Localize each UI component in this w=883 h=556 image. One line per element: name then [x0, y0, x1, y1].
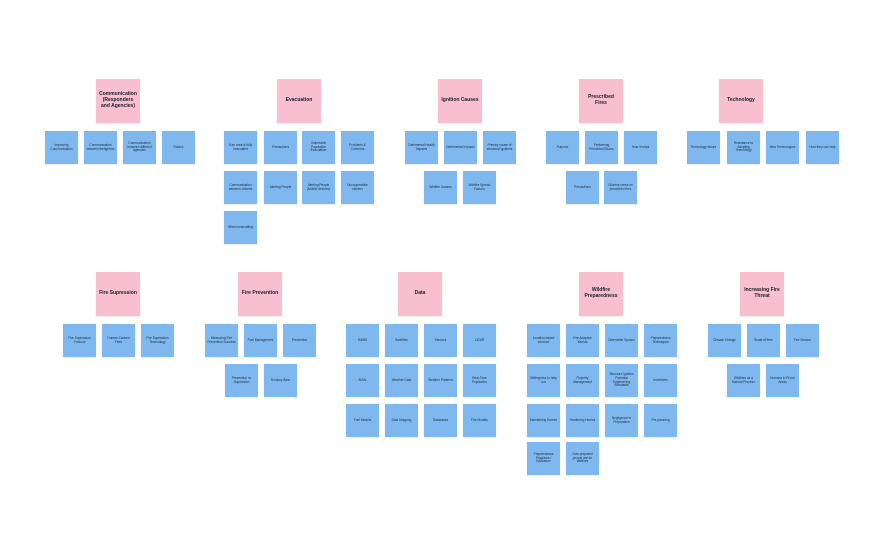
header-note-evacuation[interactable]: Evacuation [277, 79, 321, 123]
sticky-note-fuel-models[interactable]: Fuel Models [346, 404, 379, 437]
sticky-note-real-time-population[interactable]: Real-Time Population [463, 364, 496, 397]
sticky-note-performing-prescribed-burns[interactable]: Performing Prescribed Burns [585, 131, 618, 164]
sticky-note-primary-cause-of-structural-ignitions[interactable]: Primary cause of structural ignitions [483, 131, 516, 164]
sticky-note-incentives[interactable]: Incentives [644, 364, 677, 397]
sticky-note-fire-supression-technology[interactable]: Fire Supression Technology [141, 324, 174, 357]
sticky-note-purpose[interactable]: Purpose [546, 131, 579, 164]
sticky-note-prevention-vs-supression[interactable]: Prevention vs Supression [225, 364, 258, 397]
header-note-wildfire-preparedness[interactable]: Wildfire Preparedness [579, 272, 623, 316]
sticky-note-how-prepared-people-are-for-wildfires[interactable]: How prepared people are for wildfires [566, 442, 599, 475]
sticky-note-detrimental-health-impacts[interactable]: Detrimental Health Impacts [405, 131, 438, 164]
sticky-note-human-caused-fires[interactable]: Human Caused Fires [102, 324, 135, 357]
sticky-note-satellites[interactable]: Satellites [385, 324, 418, 357]
sticky-note-communication-between-citizens[interactable]: Communication between citizens [224, 171, 257, 204]
header-note-fire-prevention[interactable]: Fire Prevention [238, 272, 282, 316]
sticky-note-detrimental-impacts[interactable]: Detrimental Impacts [444, 131, 477, 164]
sticky-note-hardening-homes[interactable]: Hardening Homes [566, 404, 599, 437]
sticky-note-raws[interactable]: RAWS [346, 324, 379, 357]
sticky-note-fire-season[interactable]: Fire Season [786, 324, 819, 357]
sticky-note-alerting-people[interactable]: Alerting People [264, 171, 297, 204]
sticky-note-willingness-to-help-out[interactable]: Willingness to help out [527, 364, 560, 397]
sticky-note-fire-supression-protocol[interactable]: Fire Supression Protocol [63, 324, 96, 357]
sticky-note-defensible-spaces[interactable]: Defensible Spaces [605, 324, 638, 357]
sticky-note-precautions[interactable]: Precautions [264, 131, 297, 164]
sticky-note-scale-of-fires[interactable]: Scale of fires [747, 324, 780, 357]
sticky-note-ai-ml[interactable]: AI/ML [346, 364, 379, 397]
sticky-note-preparedness-programs-education[interactable]: Preparedness Programs / Education [527, 442, 560, 475]
sticky-note-negligence-in-preparation[interactable]: Negligence in Preparation [605, 404, 638, 437]
sticky-note-lidar[interactable]: LIDAR [463, 324, 496, 357]
header-note-fire-supression[interactable]: Fire Supression [96, 272, 140, 316]
sticky-note-resistance-to-adopting-technology[interactable]: Resistance to Adopting Technology [727, 131, 760, 164]
header-note-technology[interactable]: Technology [719, 79, 763, 123]
sticky-note-alerting-people-mobile-devices[interactable]: Alerting People (Mobile devices) [302, 171, 335, 204]
sticky-note-preparedness-techniques[interactable]: Preparedness Techniques [644, 324, 677, 357]
sticky-note-fire-models[interactable]: Fire Models [463, 404, 496, 437]
sticky-note-humans-in-prone-areas[interactable]: Humans in Prone Areas [766, 364, 799, 397]
header-note-data[interactable]: Data [398, 272, 442, 316]
sticky-note-prevention[interactable]: Prevention [283, 324, 316, 357]
sticky-note-wildfire-causes[interactable]: Wildfire Causes [424, 171, 457, 204]
sticky-note-structure-ignition-potential-engineering-standards[interactable]: Structure Ignition Potential Engineering… [605, 364, 638, 397]
sticky-note-radios[interactable]: Radios [162, 131, 195, 164]
sticky-note-fire-adaptive-worlds[interactable]: Fire Adaptive Worlds [566, 324, 599, 357]
sticky-note-technology-failure[interactable]: Technology failure [687, 131, 720, 164]
header-note-increasing-fire-threat[interactable]: Increasing Fire Threat [740, 272, 784, 316]
sticky-note-improving-communication[interactable]: Improving Communication [45, 131, 78, 164]
sticky-note-wildfire-spread-factors[interactable]: Wildfire Spread Factors [463, 171, 496, 204]
sticky-note-location-based-conduct[interactable]: Location based conduct [527, 324, 560, 357]
sticky-note-weather-data[interactable]: Weather Data [385, 364, 418, 397]
sticky-note-weather-patterns[interactable]: Weather Patterns [424, 364, 457, 397]
sticky-note-uncooperative-citizens[interactable]: Uncooperative citizens [341, 171, 374, 204]
sticky-note-measuring-fire-prevention-success[interactable]: Measuring Fire Prevention Success [205, 324, 238, 357]
sticky-note-smokey-bear[interactable]: Smokey Bear [264, 364, 297, 397]
sticky-note-when-evacuating[interactable]: When evacuating [224, 211, 257, 244]
sticky-note-sensors[interactable]: Sensors [424, 324, 457, 357]
sticky-note-fuel-management[interactable]: Fuel Management [244, 324, 277, 357]
sticky-note-vulnerable-population-evacuation[interactable]: Vulnerable Population Evacuation [302, 131, 335, 164]
sticky-note-maintaining-homes[interactable]: Maintaining Homes [527, 404, 560, 437]
sticky-note-climate-change[interactable]: Climate Change [708, 324, 741, 357]
sticky-note-wildfires-as-a-natural-process[interactable]: Wildfires as a Natural Process [727, 364, 760, 397]
sticky-note-citizens-views-on-prescribed-fires[interactable]: Citizens views on prescribed fires [604, 171, 637, 204]
header-note-prescribed-fires[interactable]: Prescribed Fires [579, 79, 623, 123]
header-note-ignition-causes[interactable]: Ignition Causes [438, 79, 482, 123]
sticky-note-precautions[interactable]: Precautions [566, 171, 599, 204]
sticky-note-how-it-helps[interactable]: How it helps [624, 131, 657, 164]
header-note-communication-responders-and-agencies[interactable]: Communication (Responders and Agencies) [96, 79, 140, 123]
sticky-note-data-mapping[interactable]: Data Mapping [385, 404, 418, 437]
sticky-note-problems-concerns[interactable]: Problems & Concerns [341, 131, 374, 164]
sticky-note-new-technologies[interactable]: New Technologies [766, 131, 799, 164]
sticky-note-databases[interactable]: Databases [424, 404, 457, 437]
sticky-note-communication-between-firefighters[interactable]: Communication between firefighters [84, 131, 117, 164]
sticky-note-pre-planning[interactable]: Pre-planning [644, 404, 677, 437]
sticky-note-how-they-can-help[interactable]: How they can help [806, 131, 839, 164]
sticky-note-property-management[interactable]: Property Management [566, 364, 599, 397]
sticky-note-if-an-area-is-fully-evacuated[interactable]: If an area is fully evacuated [224, 131, 257, 164]
sticky-note-communication-between-different-agencies[interactable]: Communication between different agencies [123, 131, 156, 164]
